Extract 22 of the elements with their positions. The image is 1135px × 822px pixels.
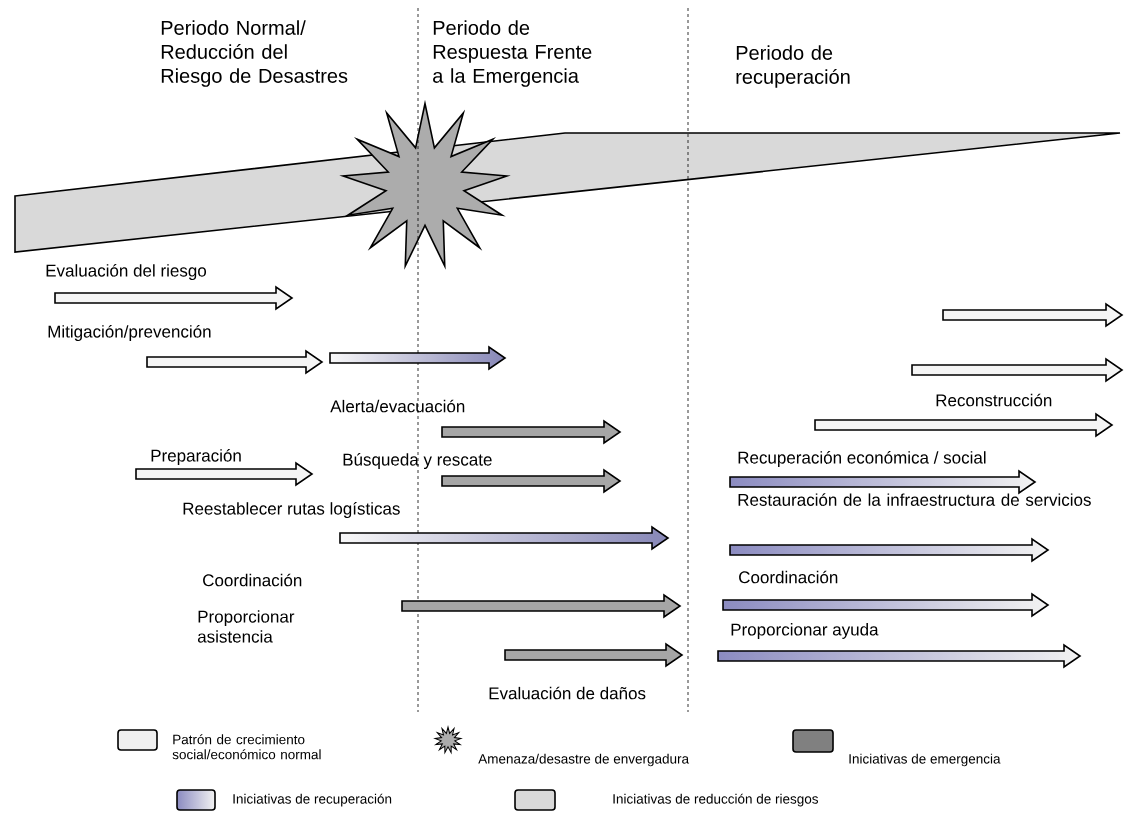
activity-label: Evaluación de daños bbox=[489, 686, 646, 700]
legend-label: Iniciativas de reducción de riesgos bbox=[613, 793, 819, 807]
activity-label: Proporcionar asistencia bbox=[197, 610, 295, 643]
period-heading: Periodo de recuperación bbox=[736, 45, 850, 88]
legend-label: Amenaza/desastre de envergadura bbox=[478, 753, 690, 767]
activity-label: Reconstrucción bbox=[936, 393, 1052, 407]
legend-label: Iniciativas de emergencia bbox=[849, 753, 1001, 767]
period-heading: Periodo de Respuesta Frente a la Emergencia bbox=[433, 20, 592, 87]
activity-label: Alerta/evacuación bbox=[330, 399, 465, 413]
legend-label: Patrón de crecimiento social/económico normal bbox=[172, 734, 321, 760]
activity-label: Coordinación bbox=[739, 570, 838, 584]
legend-label: Iniciativas de recuperación bbox=[233, 793, 392, 807]
activity-label: Preparación bbox=[151, 449, 241, 466]
activity-label: Reestablecer rutas logísticas bbox=[183, 502, 400, 519]
activity-label: Proporcionar ayuda bbox=[731, 623, 879, 639]
activity-label: Búsqueda y rescate bbox=[343, 453, 492, 470]
activity-label: Coordinación bbox=[203, 573, 302, 587]
activity-label: Recuperación económica / social bbox=[738, 451, 986, 468]
period-heading: Periodo Normal/ Reducción del Riesgo de Desastres bbox=[161, 20, 348, 87]
activity-label: Evaluación del riesgo bbox=[46, 264, 207, 281]
activity-label: Restauración de la infraestructura de servicios bbox=[738, 493, 1091, 506]
activity-label: Mitigación/prevención bbox=[48, 325, 211, 342]
